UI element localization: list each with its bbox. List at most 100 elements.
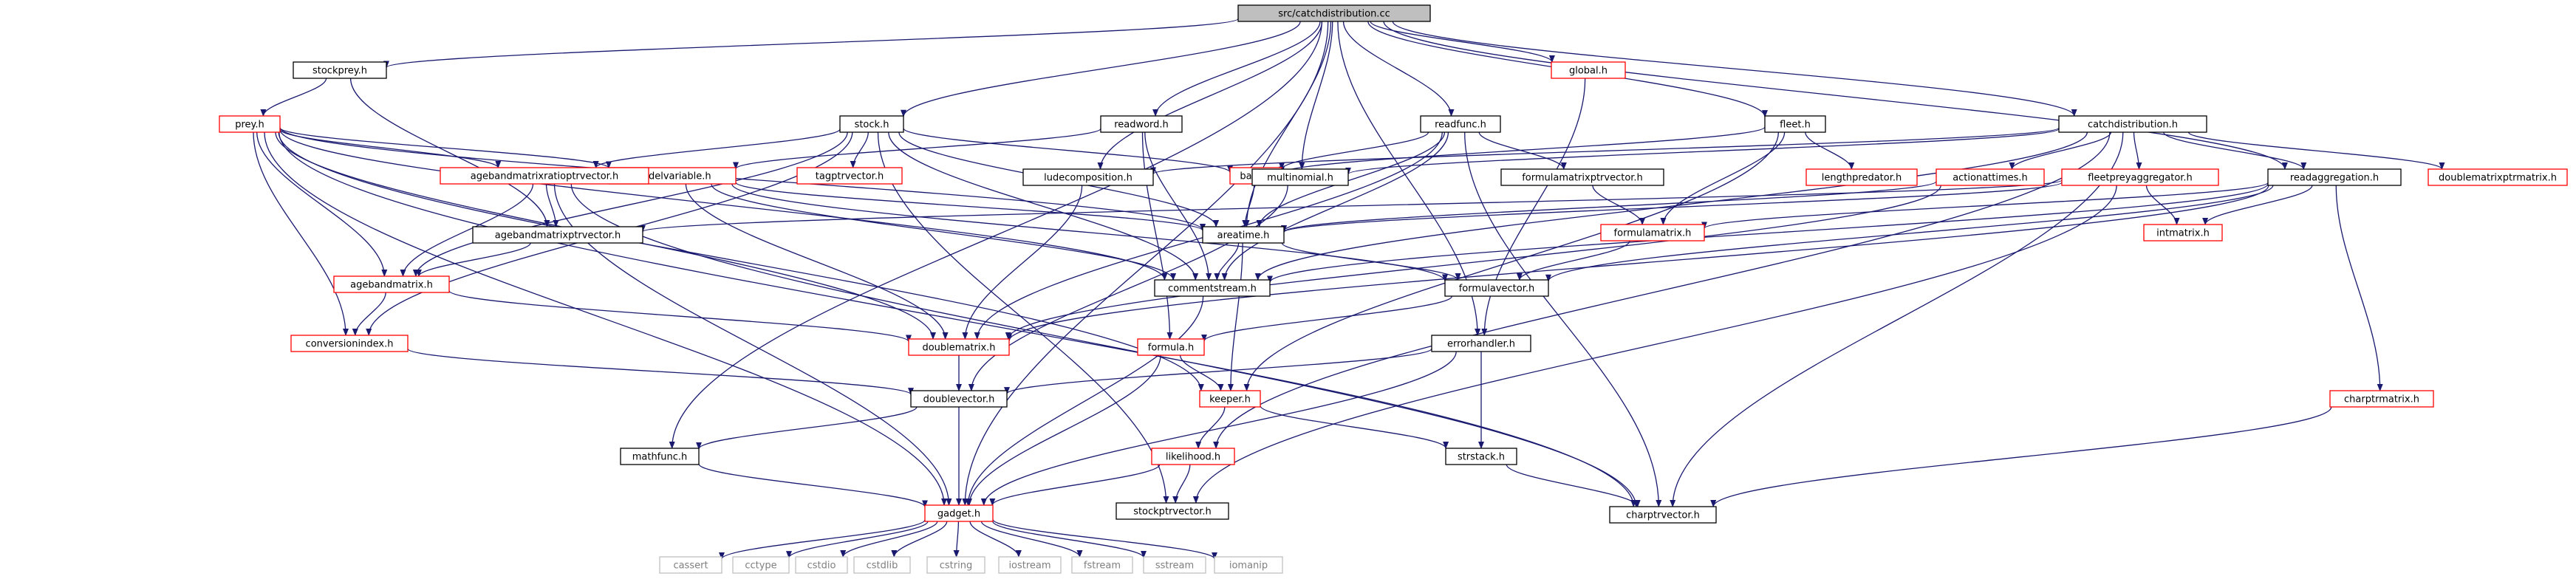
node-lengthpredator[interactable]: lengthpredator.h	[1805, 168, 1918, 186]
node-box-cstring	[926, 556, 985, 574]
node-label-sstream: sstream	[1155, 561, 1194, 572]
node-stockprey[interactable]: stockprey.h	[293, 61, 387, 79]
node-box-fleet	[1764, 115, 1826, 133]
edge-fleet-to-lengthpredator	[1805, 131, 1855, 170]
edge-gadget-to-cstdio	[840, 521, 938, 558]
node-strstack[interactable]: strstack.h	[1445, 448, 1517, 465]
edge-modelvariable-to-areatime	[735, 182, 1206, 232]
node-label-formulamatrixptrvector: formulamatrixptrvector.h	[1522, 173, 1643, 184]
node-box-sstream	[1143, 556, 1206, 574]
node-multinomial[interactable]: multinomial.h	[1251, 168, 1349, 186]
edge-stock-to-agebandmatrix	[412, 131, 848, 277]
node-errorhandler[interactable]: errorhandler.h	[1431, 335, 1531, 352]
node-box-ludecomposition	[1022, 168, 1154, 186]
node-mathfunc[interactable]: mathfunc.h	[620, 448, 700, 465]
node-likelihood[interactable]: likelihood.h	[1151, 448, 1235, 465]
node-label-strstack: strstack.h	[1458, 452, 1505, 463]
node-label-iomanip: iomanip	[1229, 561, 1268, 572]
edge-keeper-to-likelihood	[1195, 406, 1226, 449]
edge-agebandmatrix-to-doublematrix	[448, 290, 912, 343]
edge-readfunc-to-charptrvector	[1464, 131, 1662, 507]
node-doublevector[interactable]: doublevector.h	[910, 390, 1008, 408]
node-label-charptrmatrix: charptrmatrix.h	[2344, 394, 2419, 405]
edge-base-to-areatime	[1242, 183, 1255, 227]
node-label-root: src/catchdistribution.cc	[1278, 9, 1390, 20]
node-box-charptrvector	[1609, 506, 1717, 524]
node-label-tagptrvector: tagptrvector.h	[816, 171, 884, 182]
edge-fleet-to-base	[1279, 126, 1766, 174]
edge-catchdistribution-to-readaggregation	[2163, 131, 2307, 170]
node-stockptrvector[interactable]: stockptrvector.h	[1116, 502, 1229, 520]
node-fleetpreyaggregator[interactable]: fleetpreyaggregator.h	[2061, 168, 2219, 186]
node-label-charptrvector: charptrvector.h	[1626, 510, 1700, 521]
node-intmatrix[interactable]: intmatrix.h	[2143, 224, 2223, 241]
node-label-conversionindex: conversionindex.h	[306, 339, 394, 350]
node-tagptrvector[interactable]: tagptrvector.h	[796, 167, 903, 185]
edge-root-to-stock	[901, 21, 1301, 117]
node-formulavector[interactable]: formulavector.h	[1444, 279, 1549, 297]
node-doublematrix[interactable]: doublematrix.h	[908, 338, 1010, 356]
node-box-doublevector	[910, 390, 1008, 408]
edge-fleetpreyaggregator-to-agebandmatrixptrvector	[640, 179, 2063, 233]
node-readaggregation[interactable]: readaggregation.h	[2267, 168, 2402, 186]
edge-readaggregation-to-intmatrix	[2202, 185, 2313, 225]
node-label-formula: formula.h	[1148, 343, 1195, 354]
node-formulamatrixptrvector[interactable]: formulamatrixptrvector.h	[1500, 168, 1664, 186]
edge-root-to-stockprey	[383, 18, 1239, 69]
node-box-cstdio	[795, 556, 848, 574]
node-box-stock	[839, 115, 904, 133]
node-stock[interactable]: stock.h	[839, 115, 904, 133]
node-fleet[interactable]: fleet.h	[1764, 115, 1826, 133]
edge-stockprey-to-agebandmatrixptrvector	[349, 78, 550, 227]
node-label-cstdio: cstdio	[807, 561, 836, 572]
node-box-actionattimes	[1936, 168, 2045, 186]
edge-prey-to-gadget	[264, 131, 947, 506]
node-box-fstream	[1071, 556, 1133, 574]
node-label-commentstream: commentstream.h	[1168, 284, 1257, 295]
node-doublematrixptrmatrix[interactable]: doublematrixptrmatrix.h	[2428, 168, 2568, 186]
node-label-fleetpreyaggregator: fleetpreyaggregator.h	[2088, 173, 2193, 184]
edge-catchdistribution-to-ludecomposition	[1150, 127, 2060, 175]
node-agebandmatrixptrvector[interactable]: agebandmatrixptrvector.h	[472, 226, 643, 244]
node-label-errorhandler: errorhandler.h	[1447, 339, 1515, 350]
node-cstdlib: cstdlib	[853, 556, 911, 574]
edge-catchdistribution-to-fleetpreyaggregator	[2133, 131, 2142, 170]
node-charptrvector[interactable]: charptrvector.h	[1609, 506, 1717, 524]
node-conversionindex[interactable]: conversionindex.h	[290, 335, 409, 352]
edge-readaggregation-to-formulavector	[1545, 185, 2274, 282]
node-label-cstring: cstring	[940, 561, 972, 572]
node-prey[interactable]: prey.h	[219, 115, 281, 133]
node-label-cassert: cassert	[673, 561, 708, 572]
edge-mathfunc-to-gadget	[698, 463, 928, 508]
edge-prey-to-modelvariable	[279, 127, 612, 169]
node-global[interactable]: global.h	[1551, 61, 1626, 79]
edge-stock-to-stockptrvector	[877, 131, 1169, 504]
node-ludecomposition[interactable]: ludecomposition.h	[1022, 168, 1154, 186]
edge-likelihood-to-gadget	[989, 464, 1161, 506]
node-label-stockptrvector: stockptrvector.h	[1133, 507, 1212, 518]
node-label-readfunc: readfunc.h	[1435, 120, 1486, 131]
node-agebandratio[interactable]: agebandmatrixratioptrvector.h	[440, 167, 649, 185]
edge-stock-to-tagptrvector	[850, 131, 869, 168]
node-label-mathfunc: mathfunc.h	[632, 452, 688, 463]
edge-catchdistribution-to-likelihood	[1213, 131, 2111, 449]
node-keeper[interactable]: keeper.h	[1199, 390, 1261, 408]
node-charptrmatrix[interactable]: charptrmatrix.h	[2329, 390, 2434, 408]
node-readword[interactable]: readword.h	[1100, 115, 1183, 133]
node-actionattimes[interactable]: actionattimes.h	[1936, 168, 2045, 186]
node-label-cctype: cctype	[745, 561, 776, 572]
node-areatime[interactable]: areatime.h	[1202, 226, 1285, 244]
edge-catchdistribution-to-commentstream	[1254, 131, 2088, 281]
node-formulamatrix[interactable]: formulamatrix.h	[1600, 224, 1705, 241]
node-gadget[interactable]: gadget.h	[924, 504, 994, 522]
node-catchdistribution[interactable]: catchdistribution.h	[2058, 115, 2207, 133]
node-readfunc[interactable]: readfunc.h	[1420, 115, 1501, 133]
node-label-readaggregation: readaggregation.h	[2290, 173, 2379, 184]
edge-commentstream-to-gadget	[965, 295, 1204, 506]
node-box-multinomial	[1251, 168, 1349, 186]
node-commentstream[interactable]: commentstream.h	[1154, 279, 1271, 297]
edge-areatime-to-keeper	[1227, 242, 1243, 391]
node-formula[interactable]: formula.h	[1137, 338, 1205, 356]
edge-readaggregation-to-commentstream	[1267, 183, 2269, 284]
node-agebandmatrix[interactable]: agebandmatrix.h	[333, 275, 450, 293]
